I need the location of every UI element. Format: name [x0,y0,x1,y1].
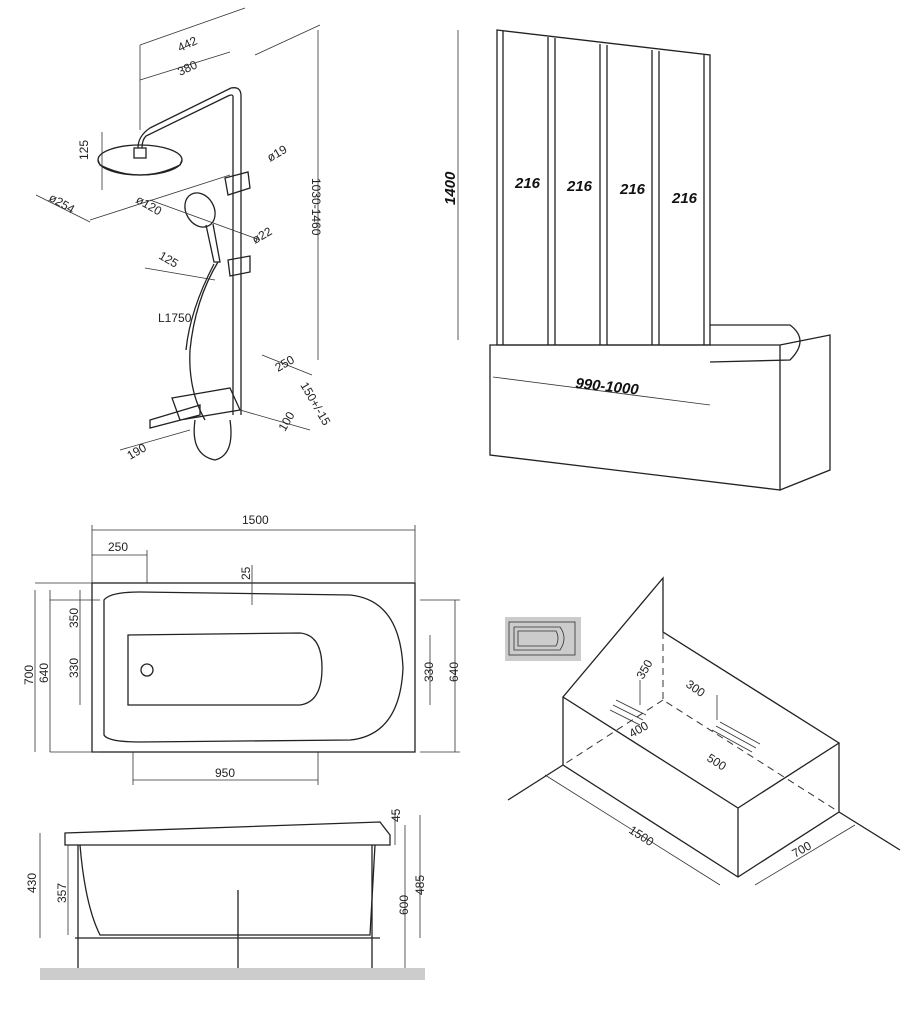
dim-500-iso: 500 [704,751,729,774]
dim-430: 430 [25,873,39,893]
bath-plan-view: 1500 250 25 700 640 350 330 330 640 950 [22,513,461,785]
dim-250-plan: 250 [108,540,128,554]
dim-950: 950 [215,766,235,780]
dim-25: 25 [239,566,253,580]
panel-width-2: 216 [566,178,593,195]
dim-600: 600 [397,895,411,915]
panel-width-1: 216 [514,175,541,192]
dim-125-hand: 125 [157,248,182,270]
dim-485: 485 [413,875,427,895]
dim-350-plan: 350 [67,608,81,628]
bath-side-elevation: 430 357 45 600 485 [25,808,427,980]
dim-1500-iso: 1500 [626,823,656,849]
panel-width-3: 216 [619,181,646,198]
dim-1400: 1400 [442,171,459,205]
dim-190: 190 [125,440,150,462]
bath-screen-drawing: 1400 216 216 216 216 990-1000 [442,29,831,491]
dim-100: 100 [275,409,297,434]
hose-length: L1750 [158,311,192,325]
dim-254: ø254 [47,190,78,216]
dim-700-plan: 700 [22,665,36,685]
shower-system-drawing: 442 380 125 ø254 ø120 ø19 ø22 125 L1750 … [35,7,334,463]
bath-isometric-install: 350 300 400 500 1500 700 [505,576,901,886]
dim-330-right: 330 [422,662,436,682]
dim-120: ø120 [134,192,165,218]
dim-442: 442 [175,33,199,54]
floor [40,968,425,980]
dim-640-right: 640 [447,662,461,682]
dim-19: ø19 [265,142,290,165]
dim-45: 45 [389,808,403,822]
dim-300-iso: 300 [683,677,708,700]
dim-250: 250 [273,352,298,374]
dim-height: 1030-1460 [309,178,323,236]
dim-380: 380 [175,57,199,78]
dim-640-left: 640 [37,663,51,683]
dim-357: 357 [55,883,69,903]
dim-330-left: 330 [67,658,81,678]
dim-990-1000: 990-1000 [575,375,640,399]
dim-350-iso: 350 [633,657,655,682]
dim-125-head: 125 [77,140,91,160]
dim-1500: 1500 [242,513,269,527]
dim-150: 150+/-15 [297,380,333,429]
dim-22: ø22 [250,224,275,247]
panel-width-4: 216 [671,190,698,207]
